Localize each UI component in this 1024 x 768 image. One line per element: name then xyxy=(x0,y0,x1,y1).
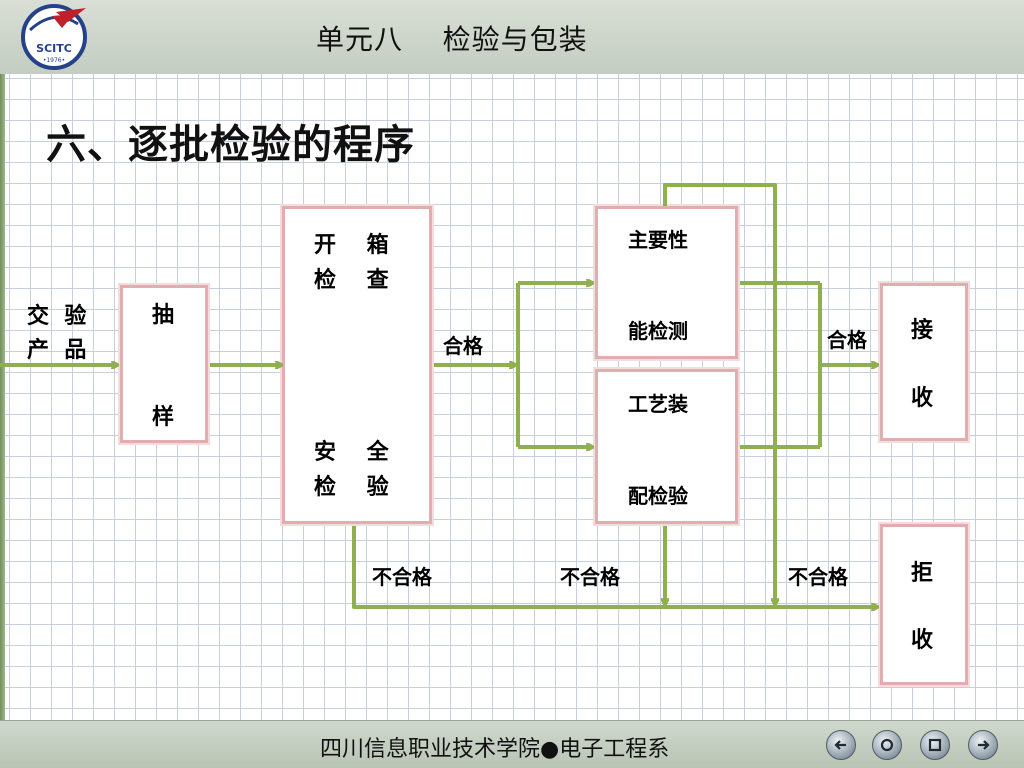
fail-label-1: 不合格 xyxy=(372,565,432,589)
input-product-label-2: 产 品 xyxy=(27,338,87,363)
process-label-top: 工艺装 xyxy=(628,392,688,416)
sampling-label-bottom: 样 xyxy=(152,405,175,430)
main-performance-box xyxy=(595,206,738,359)
header-bar: SCITC •1976• 单元八 检验与包装 xyxy=(0,0,1024,75)
footer-text: 四川信息职业技术学院●电子工程系 xyxy=(320,737,670,762)
fail-label-2: 不合格 xyxy=(560,565,620,589)
main-perf-label-top: 主要性 xyxy=(628,228,688,252)
reject-label-bottom: 收 xyxy=(911,628,934,653)
left-accent-bar xyxy=(0,74,6,720)
process-assembly-box xyxy=(595,369,738,524)
unpack-label-1: 开 箱 xyxy=(314,233,389,258)
accept-box xyxy=(880,283,968,441)
sampling-label-top: 抽 xyxy=(152,303,175,328)
safety-label-2: 检 验 xyxy=(314,475,389,500)
home-icon[interactable] xyxy=(872,730,902,760)
accept-label-top: 接 xyxy=(911,318,934,343)
main-perf-label-bottom: 能检测 xyxy=(628,319,688,343)
forward-arrow-icon[interactable] xyxy=(968,730,998,760)
fail-label-3: 不合格 xyxy=(788,565,848,589)
page-title: 六、逐批检验的程序 xyxy=(46,122,415,168)
arrow-safety-fail-to-reject xyxy=(352,526,878,607)
svg-text:SCITC: SCITC xyxy=(36,42,72,55)
input-product-label-1: 交 验 xyxy=(27,304,87,329)
process-label-bottom: 配检验 xyxy=(628,484,688,508)
unpack-safety-box xyxy=(282,206,432,524)
school-logo: SCITC •1976• xyxy=(21,4,87,70)
unpack-label-2: 检 查 xyxy=(314,268,389,293)
pass-label-1: 合格 xyxy=(443,334,483,358)
back-arrow-icon[interactable] xyxy=(826,730,856,760)
pass-label-2: 合格 xyxy=(827,328,867,352)
footer-bar: 四川信息职业技术学院●电子工程系 xyxy=(0,720,1024,768)
stop-icon[interactable] xyxy=(920,730,950,760)
reject-label-top: 拒 xyxy=(911,561,934,586)
safety-label-1: 安 全 xyxy=(314,440,389,465)
main-fail-loop xyxy=(663,183,775,605)
sampling-box xyxy=(120,285,208,443)
reject-box xyxy=(880,524,968,685)
accept-label-bottom: 收 xyxy=(911,386,934,411)
unit-title: 单元八 检验与包装 xyxy=(316,23,588,56)
svg-text:•1976•: •1976• xyxy=(43,57,65,64)
